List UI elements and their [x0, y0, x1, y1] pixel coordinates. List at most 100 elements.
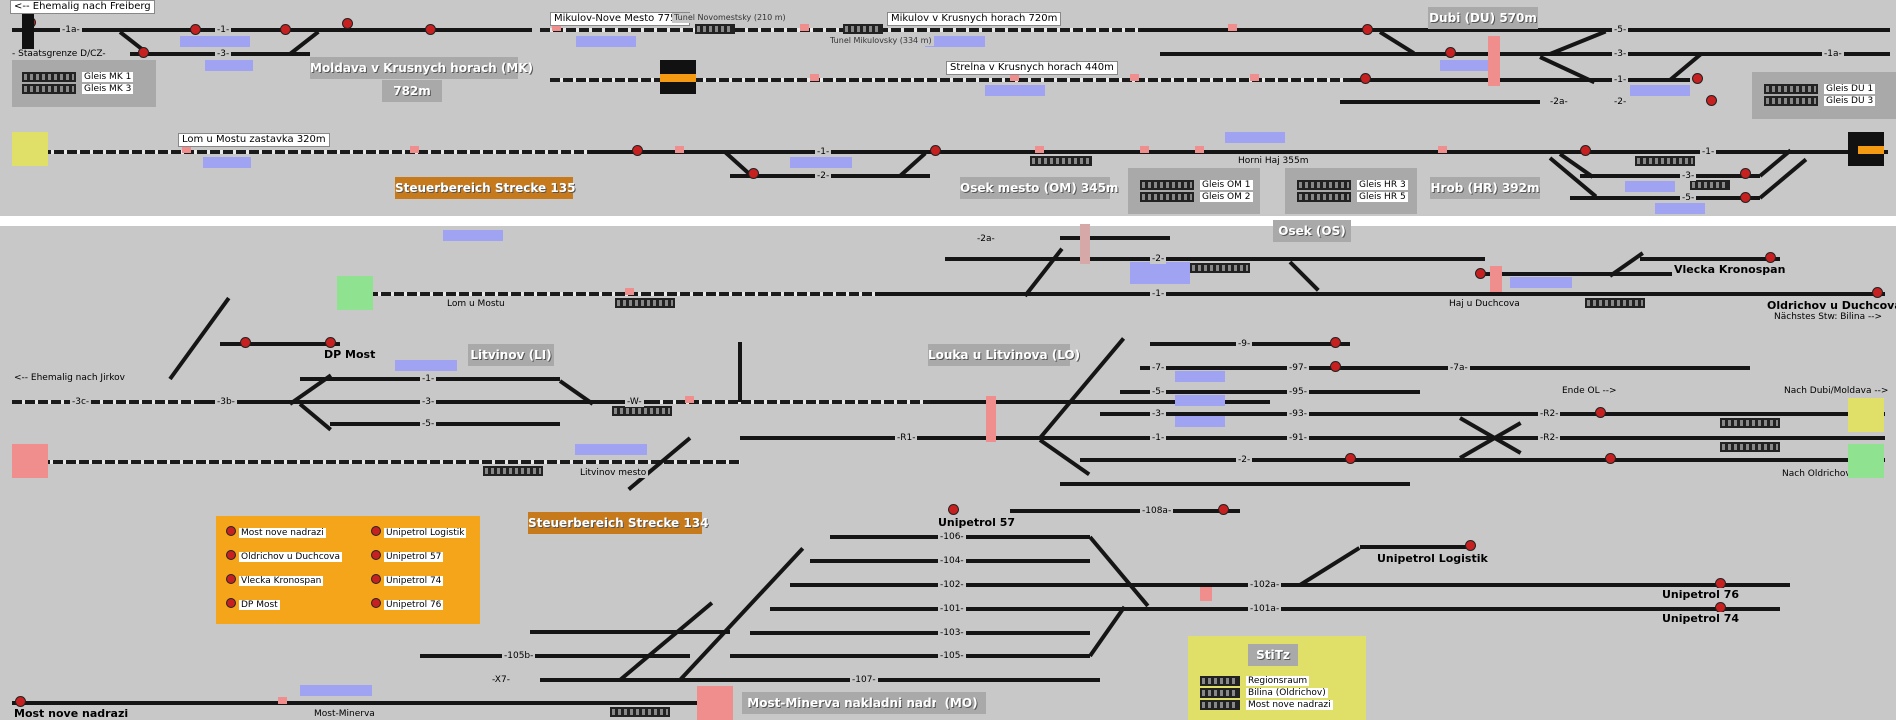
- track-id: -1-: [1700, 147, 1717, 157]
- station-hrob[interactable]: Hrob (HR) 392m: [1430, 177, 1540, 199]
- station-osek-mesto[interactable]: Osek mesto (OM) 345m: [960, 177, 1118, 199]
- signal[interactable]: [1872, 287, 1883, 298]
- track-id: -1a-: [60, 25, 82, 35]
- signal[interactable]: [342, 18, 353, 29]
- track-id: -5-: [1680, 193, 1697, 203]
- signal[interactable]: [1330, 337, 1341, 348]
- legend-label: Unipetrol 57: [384, 552, 444, 562]
- station-louka[interactable]: Louka u Litvinova (LO): [928, 344, 1080, 366]
- place-litvinov-mesto: Litvinov mesto: [578, 468, 649, 478]
- occupancy-block: [985, 85, 1045, 96]
- signal[interactable]: [1706, 95, 1717, 106]
- stitz-title: StiTz: [1248, 644, 1298, 666]
- occupancy-block: [1655, 203, 1705, 214]
- block-marker: [1490, 266, 1502, 292]
- signal[interactable]: [1445, 47, 1456, 58]
- signal[interactable]: [1765, 252, 1776, 263]
- station-moldava-km: 782m: [382, 80, 442, 102]
- panel-strecke-135: <-- Ehemalig nach Freiberg - Staatsgrenz…: [0, 0, 1896, 216]
- block-marker: [810, 74, 819, 81]
- block-marker: [410, 146, 419, 153]
- block-marker: [552, 24, 561, 31]
- signal[interactable]: [1218, 504, 1229, 515]
- stitz-item[interactable]: Most nove nadrazi: [1246, 700, 1333, 710]
- legend-item[interactable]: Vlecka Kronospan: [226, 574, 324, 587]
- block-marker: [675, 146, 684, 153]
- station-litvinov[interactable]: Litvinov (LI): [468, 344, 554, 366]
- station-dubi[interactable]: Dubi (DU) 570m: [1428, 7, 1538, 29]
- block-marker: [800, 24, 809, 31]
- legend-item[interactable]: DP Most: [226, 598, 280, 611]
- track-id: -3-: [420, 397, 437, 407]
- relay-group-du: Gleis DU 1 Gleis DU 3: [1752, 72, 1896, 119]
- signal[interactable]: [1605, 453, 1616, 464]
- legend-item[interactable]: Unipetrol 76: [371, 598, 444, 611]
- legend-item[interactable]: Unipetrol 74: [371, 574, 444, 587]
- signal[interactable]: [1345, 453, 1356, 464]
- relay-group-mk: Gleis MK 1 Gleis MK 3: [12, 60, 156, 107]
- stitz-item[interactable]: Regionsraum: [1246, 676, 1310, 686]
- signal[interactable]: [930, 145, 941, 156]
- station-moldava[interactable]: Moldava v Krusnych horach (MK): [310, 57, 533, 79]
- signal[interactable]: [138, 47, 149, 58]
- signal[interactable]: [1692, 73, 1703, 84]
- relay-label: Gleis OM 1: [1200, 180, 1253, 190]
- track-id: -107-: [850, 675, 878, 685]
- relay-label: Gleis MK 3: [82, 84, 134, 94]
- legend-item[interactable]: Most nove nadrazi: [226, 526, 326, 539]
- track-id: -R2-: [1538, 433, 1561, 443]
- legend-item[interactable]: Unipetrol 57: [371, 550, 444, 563]
- block-marker: [1080, 224, 1090, 264]
- track-id: -102a-: [1248, 580, 1282, 590]
- track-id: -2-: [1612, 97, 1629, 107]
- signal[interactable]: [632, 145, 643, 156]
- signal[interactable]: [325, 337, 336, 348]
- place-ende-ol: Ende OL -->: [1560, 386, 1619, 396]
- legend-item[interactable]: Unipetrol Logistik: [371, 526, 467, 539]
- signal[interactable]: [1595, 407, 1606, 418]
- signal[interactable]: [1740, 168, 1751, 179]
- signal[interactable]: [1362, 24, 1373, 35]
- track-switch: [1023, 247, 1064, 298]
- relay-indicator: [1764, 84, 1818, 94]
- track-switch: [1288, 260, 1320, 292]
- track: [28, 150, 588, 154]
- track: [540, 28, 1140, 32]
- track-switch: [1088, 535, 1150, 608]
- place-unipetrol-logistik: Unipetrol Logistik: [1375, 552, 1490, 565]
- track: [1350, 78, 1690, 82]
- route-relay: [615, 298, 675, 308]
- signal[interactable]: [1360, 73, 1371, 84]
- station-osek[interactable]: Osek (OS): [1273, 220, 1351, 242]
- track: [12, 28, 532, 32]
- occupancy-block: [180, 36, 250, 47]
- signal[interactable]: [425, 24, 436, 35]
- signal[interactable]: [748, 168, 759, 179]
- block-marker: [1035, 146, 1044, 153]
- track-id: -106-: [938, 532, 966, 542]
- panel-strecke-134: Osek (OS) Litvinov (LI) Louka u Litvinov…: [0, 220, 1896, 720]
- track-id: -104-: [938, 556, 966, 566]
- signal[interactable]: [1740, 192, 1751, 203]
- track-id: -1-: [1150, 433, 1167, 443]
- track-id: -5-: [1150, 387, 1167, 397]
- signal[interactable]: [1475, 268, 1486, 279]
- stitz-item[interactable]: Bilina (Oldrichov): [1246, 688, 1328, 698]
- signal[interactable]: [1580, 145, 1591, 156]
- signal[interactable]: [948, 504, 959, 515]
- track: [355, 292, 875, 296]
- track-id: -105b-: [502, 651, 536, 661]
- legend-item[interactable]: Oldrichov u Duchcova: [226, 550, 342, 563]
- track: [1160, 52, 1890, 56]
- signal[interactable]: [240, 337, 251, 348]
- station-most-minerva[interactable]: Most-Minerva nakladni nadrazi: [742, 692, 962, 714]
- signal[interactable]: [1465, 540, 1476, 551]
- block-marker: [1195, 146, 1204, 153]
- signal[interactable]: [15, 696, 26, 707]
- route-relay: [1030, 156, 1092, 166]
- signal[interactable]: [1330, 361, 1341, 372]
- occupancy-block: [300, 685, 372, 696]
- signal[interactable]: [190, 24, 201, 35]
- track-id: -3-: [215, 49, 232, 59]
- signal[interactable]: [280, 24, 291, 35]
